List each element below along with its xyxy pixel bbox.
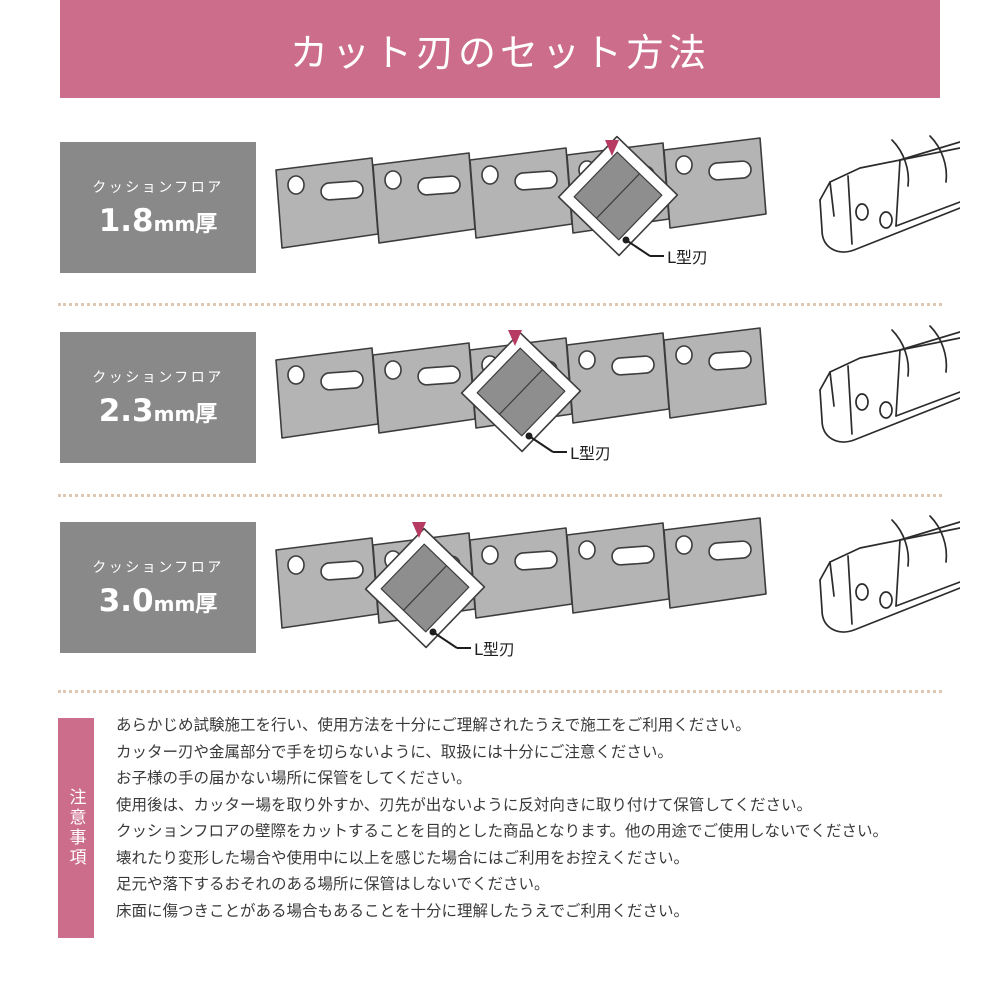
thickness-row-2: クッションフロア 2.3mm厚 — [0, 320, 1000, 510]
thickness-unit-3: mm — [153, 591, 196, 616]
notice-line: 足元や落下するおそれのある場所に保管はしないでください。 — [116, 875, 550, 893]
notice-tag-label: 注意事項 — [65, 788, 86, 868]
thickness-row-3: クッションフロア 3.0mm厚 — [0, 510, 1000, 700]
thickness-suffix-1: 厚 — [195, 211, 218, 237]
notice-line: 床面に傷つきことがある場合もあることを十分に理解したうえでご利用ください。 — [116, 901, 690, 920]
cutter-tool-illustration-3 — [800, 510, 961, 700]
plate-diagram-2: L型刃 — [268, 320, 828, 510]
row-separator-3 — [58, 690, 942, 693]
thickness-unit-2: mm — [153, 401, 196, 426]
thickness-value-3: 3.0 — [98, 582, 154, 619]
label-product-name-1: クッションフロア — [92, 179, 224, 196]
blade-callout-label-2: L型刃 — [570, 444, 611, 463]
thickness-suffix-2: 厚 — [195, 401, 218, 427]
blade-callout-label-3: L型刃 — [474, 640, 515, 659]
notice-line: 使用後は、カッター場を取り外すか、刃先が出ないように反対向きに取り付けて保管して… — [116, 795, 812, 814]
notice-tag: 注意事項 — [58, 718, 94, 938]
thickness-value-2: 2.3 — [98, 392, 154, 429]
notice-line: あらかじめ試験施工を行い、使用方法を十分にご理解されたうえで施工をご利用ください… — [116, 716, 751, 734]
notice-line: お子様の手の届かない場所に保管をしてください。 — [116, 769, 472, 787]
blade-callout-label-1: L型刃 — [667, 248, 708, 267]
notice-line: カッター刃や金属部分で手を切らないように、取扱には十分にご注意ください。 — [116, 742, 673, 761]
row-separator-2 — [58, 494, 942, 497]
thickness-label-box-2: クッションフロア 2.3mm厚 — [60, 332, 256, 463]
label-thickness-2: 2.3mm厚 — [99, 393, 218, 429]
down-triangle-marker — [605, 140, 619, 156]
header-banner: カット刃のセット方法 — [60, 0, 940, 98]
label-thickness-1: 1.8mm厚 — [99, 203, 218, 239]
label-thickness-3: 3.0mm厚 — [99, 583, 218, 619]
plate-diagram-svg-1: L型刃 — [275, 135, 767, 267]
thickness-suffix-3: 厚 — [195, 591, 218, 617]
plate-diagram-svg-3: L型刃 — [275, 517, 767, 659]
cutter-tool-illustration-2 — [800, 320, 961, 510]
label-product-name-3: クッションフロア — [92, 559, 224, 576]
thickness-label-box-3: クッションフロア 3.0mm厚 — [60, 522, 256, 653]
cutter-tool-svg-3 — [819, 515, 961, 633]
thickness-label-box-1: クッションフロア 1.8mm厚 — [60, 142, 256, 273]
notice-list: あらかじめ試験施工を行い、使用方法を十分にご理解されたうえで施工をご利用ください… — [116, 712, 942, 924]
cutter-tool-svg-2 — [819, 325, 961, 443]
plate-diagram-svg-2: L型刃 — [275, 327, 767, 463]
notice-line: クッションフロアの壁際をカットすることを目的とした商品となります。他の用途でご使… — [116, 822, 889, 840]
plate-diagram-3: L型刃 — [268, 510, 828, 700]
down-triangle-marker — [508, 330, 522, 346]
plate-diagram-1: L型刃 — [268, 130, 828, 320]
page-title: カット刃のセット方法 — [289, 30, 710, 75]
cutter-tool-illustration-1 — [800, 130, 961, 320]
thickness-unit-1: mm — [153, 211, 196, 236]
label-product-name-2: クッションフロア — [92, 369, 224, 386]
down-triangle-marker — [412, 522, 426, 538]
cutter-tool-svg-1 — [819, 135, 961, 253]
row-separator-1 — [58, 303, 942, 306]
thickness-row-1: クッションフロア 1.8mm厚 — [0, 130, 1000, 320]
thickness-value-1: 1.8 — [98, 202, 154, 239]
notice-line: 壊れたり変形した場合や使用中に以上を感じた場合にはご利用をお控えください。 — [116, 848, 690, 867]
